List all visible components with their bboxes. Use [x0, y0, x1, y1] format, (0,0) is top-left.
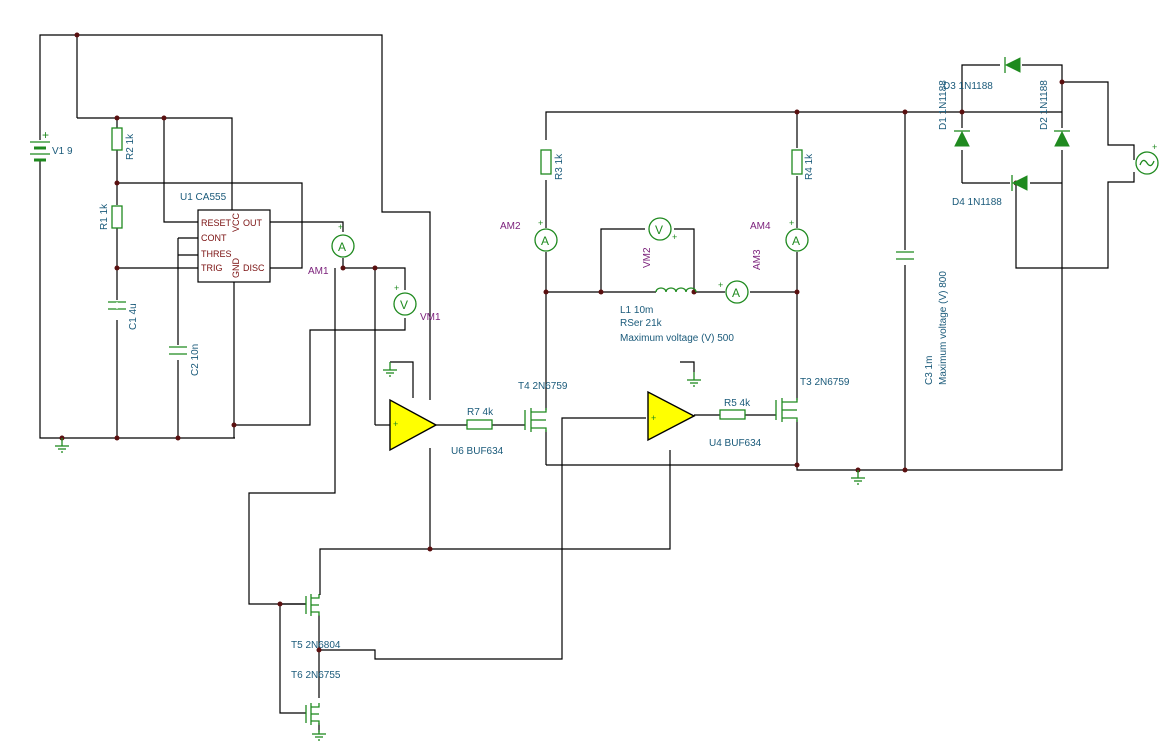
battery-plus-sign: +: [42, 128, 49, 142]
label-r3: R3 1k: [554, 153, 565, 180]
label-am1: AM1: [308, 266, 329, 277]
capacitor-c3: C3 1m Maximum voltage (V) 800: [896, 251, 949, 385]
label-am3: AM3: [752, 249, 763, 270]
ground-icon: [851, 470, 865, 485]
capacitor-c2: C2 10n: [169, 344, 201, 376]
pin-out: OUT: [243, 218, 263, 228]
label-t4: T4 2N6759: [518, 381, 568, 392]
capacitor-c1: C1 4u: [108, 301, 139, 330]
diode-d4: D4 1N1188: [952, 175, 1028, 208]
label-t6: T6 2N6755: [291, 670, 341, 681]
mosfet-t6: T6 2N6755: [291, 670, 341, 725]
label-l1: L1 10m: [620, 305, 653, 316]
label-u4: U4 BUF634: [709, 438, 762, 449]
voltmeter-plus-sign: +: [394, 283, 399, 293]
ammeter-am4: A + AM4: [750, 218, 809, 252]
pin-thres: THRES: [201, 249, 232, 259]
resistor-r7: R7 4k: [466, 407, 494, 430]
diode-d3: D3 1N1188: [943, 57, 1021, 92]
ac-source: +: [1135, 142, 1159, 175]
inductor-l1: L1 10m RSer 21k Maximum voltage (V) 500: [620, 287, 734, 344]
diode-d2: D2 1N1188: [1039, 80, 1070, 147]
ic-u1-ca555: U1 CA555 RESET OUT CONT THRES TRIG DISC …: [180, 192, 271, 283]
label-v1: V1 9: [52, 146, 73, 157]
label-am4: AM4: [750, 221, 771, 232]
ammeter-plus-sign: +: [538, 218, 543, 228]
diode-d1: D1 1N1188: [938, 80, 970, 147]
pin-disc: DISC: [243, 263, 265, 273]
label-c3-vmax: Maximum voltage (V) 800: [938, 271, 949, 385]
resistor-r4: R4 1k: [791, 149, 815, 180]
ammeter-a-glyph: A: [732, 286, 740, 300]
label-d1: D1 1N1188: [938, 80, 949, 130]
label-d4: D4 1N1188: [952, 197, 1002, 208]
label-r5: R5 4k: [724, 398, 751, 409]
label-r1: R1 1k: [99, 203, 110, 230]
mosfet-t3: T3 2N6759: [775, 377, 850, 422]
mosfet-t5: T5 2N6804: [291, 594, 341, 651]
label-l1-vmax: Maximum voltage (V) 500: [620, 333, 734, 344]
resistor-r2: R2 1k: [111, 127, 136, 160]
ammeter-a-glyph: A: [792, 234, 800, 248]
voltmeter-plus-sign: +: [672, 232, 677, 242]
label-c2: C2 10n: [190, 344, 201, 376]
label-am2: AM2: [500, 221, 521, 232]
ammeter-plus-sign: +: [718, 280, 723, 290]
battery-v1: + V1 9: [30, 128, 73, 162]
sine-wave-icon: [1139, 159, 1155, 167]
pin-gnd: GND: [231, 258, 241, 279]
mosfet-t4: T4 2N6759: [518, 381, 568, 432]
label-r4: R4 1k: [804, 153, 815, 180]
label-r7: R7 4k: [467, 407, 494, 418]
resistor-r5: R5 4k: [719, 398, 751, 420]
buffer-u4: + U4 BUF634: [647, 390, 762, 449]
label-r2: R2 1k: [125, 133, 136, 160]
label-l1-rser: RSer 21k: [620, 318, 663, 329]
wires: [39, 34, 1135, 732]
label-t5: T5 2N6804: [291, 640, 341, 651]
ammeter-plus-sign: +: [338, 222, 343, 232]
voltmeter-vm1: V + VM1: [393, 283, 441, 323]
pin-vcc: VCC: [231, 212, 241, 232]
pin-cont: CONT: [201, 233, 227, 243]
buffer-plus-sign: +: [651, 413, 656, 423]
ground-icon: [55, 438, 69, 453]
voltmeter-v-glyph: V: [400, 298, 408, 312]
ground-icon: [687, 372, 701, 387]
source-plus-sign: +: [1152, 142, 1157, 152]
ground-icon: [383, 362, 397, 377]
voltmeter-vm2: V + VM2: [642, 217, 677, 268]
pin-reset: RESET: [201, 218, 232, 228]
resistor-r3: R3 1k: [540, 149, 565, 180]
buffer-plus-sign: +: [393, 419, 398, 429]
ammeter-am2: A + AM2: [500, 218, 558, 252]
ammeter-am1: A + AM1: [308, 222, 355, 277]
ammeter-am3: A + AM3: [718, 249, 763, 304]
ground-symbols: [55, 362, 865, 741]
label-t3: T3 2N6759: [800, 377, 850, 388]
ammeter-plus-sign: +: [789, 218, 794, 228]
ground-icon: [312, 730, 326, 741]
resistor-r1: R1 1k: [99, 203, 123, 230]
label-vm1: VM1: [420, 312, 441, 323]
label-u1: U1 CA555: [180, 192, 227, 203]
voltmeter-v-glyph: V: [655, 223, 663, 237]
pin-trig: TRIG: [201, 263, 223, 273]
label-d3: D3 1N1188: [943, 81, 993, 92]
label-c1: C1 4u: [128, 303, 139, 330]
label-d2: D2 1N1188: [1039, 80, 1050, 130]
buffer-u6: + U6 BUF634: [389, 398, 504, 457]
ammeter-a-glyph: A: [541, 234, 549, 248]
label-u6: U6 BUF634: [451, 446, 504, 457]
label-vm2: VM2: [642, 247, 653, 268]
label-c3: C3 1m: [924, 356, 935, 385]
ammeter-a-glyph: A: [338, 240, 346, 254]
